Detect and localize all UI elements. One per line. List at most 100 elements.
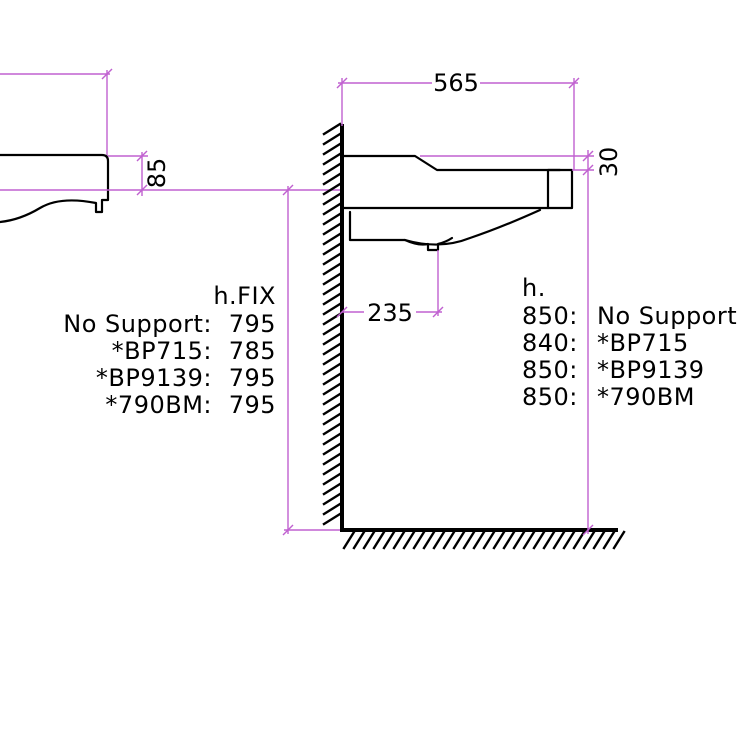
height-row-label: *BP715 — [597, 329, 689, 357]
wall-hatch-stroke — [322, 422, 342, 436]
height-dimension — [582, 176, 594, 536]
floor-hatch-stroke — [502, 530, 516, 550]
front-view-width-tick — [101, 68, 113, 80]
wall-hatch-stroke — [322, 202, 342, 216]
wall-hatch-stroke — [322, 392, 342, 406]
wall-hatch-stroke — [322, 172, 342, 186]
side-thickness-tick-bottom — [136, 184, 148, 196]
fix-row-value: 795 — [229, 391, 276, 419]
front-view-basin-outline — [0, 153, 110, 224]
wall-hatch-stroke — [322, 222, 342, 236]
fix-row-value: 795 — [229, 364, 276, 392]
side-thickness-label: 85 — [143, 158, 171, 189]
wall-hatch-stroke — [322, 192, 342, 206]
depth-tick-right — [568, 77, 580, 89]
floor-hatch-stroke — [482, 530, 496, 550]
floor-hatch-stroke — [512, 530, 526, 550]
waste-offset-label: 235 — [367, 299, 413, 327]
floor-hatch-stroke — [362, 530, 376, 550]
fix-row-label: *BP9139: — [96, 364, 212, 392]
wall-hatch-stroke — [322, 262, 342, 276]
floor-hatch-stroke — [422, 530, 436, 550]
basin-bowl-underside — [348, 208, 542, 246]
fix-table-header: h.FIX — [213, 282, 276, 310]
depth-dimension: 565 — [336, 68, 580, 170]
wall-hatch-stroke — [322, 362, 342, 376]
wall-hatch-stroke — [322, 242, 342, 256]
floor-hatch-stroke — [582, 530, 596, 550]
floor-hatch-stroke — [532, 530, 546, 550]
height-table-header: h. — [522, 274, 546, 302]
floor-hatch-stroke — [602, 530, 616, 550]
fix-row-label: *790BM: — [105, 391, 212, 419]
depth-tick-left — [336, 77, 348, 89]
wall-hatch-stroke — [322, 442, 342, 456]
height-row-value: 850: — [522, 383, 578, 411]
wall-hatch-stroke — [322, 292, 342, 306]
basin-waste-outlet — [403, 236, 454, 252]
wall-hatch-stroke — [322, 312, 342, 326]
wall-hatch-stroke — [322, 182, 342, 196]
wall-hatch-stroke — [322, 432, 342, 446]
wall-hatch-stroke — [322, 332, 342, 346]
basin-front-rim — [546, 168, 574, 210]
floor-hatch-stroke — [562, 530, 576, 550]
floor-hatch-stroke — [542, 530, 556, 550]
wall-hatch-stroke — [322, 502, 342, 516]
fix-height-table: h.FIX No Support: 795 *BP715: 785 *BP913… — [63, 282, 276, 419]
basin-top-surface — [342, 154, 562, 172]
wall-hatch-stroke — [322, 462, 342, 476]
front-thickness-label: 30 — [595, 147, 623, 178]
floor-hatch-stroke — [572, 530, 586, 550]
wall-hatch-stroke — [322, 272, 342, 286]
waste-offset-dimension: 235 — [336, 250, 444, 327]
floor-hatch-stroke — [472, 530, 486, 550]
wall-hatch-stroke — [322, 152, 342, 166]
floor — [340, 528, 626, 550]
fix-row-value: 785 — [229, 337, 276, 365]
height-table: h. 850: No Support 840: *BP715 850: *BP9… — [522, 274, 737, 411]
wall-hatch-stroke — [322, 142, 342, 156]
floor-hatching — [342, 530, 626, 550]
wall-hatch-stroke — [322, 122, 342, 136]
fix-height-tick-top — [282, 184, 294, 196]
fix-row-label: *BP715: — [112, 337, 212, 365]
wall-hatch-stroke — [322, 212, 342, 226]
wall-hatch-stroke — [322, 472, 342, 486]
floor-hatch-stroke — [342, 530, 356, 550]
floor-hatch-stroke — [452, 530, 466, 550]
side-thickness-tick-top — [136, 150, 148, 162]
wall-hatch-stroke — [322, 382, 342, 396]
wall — [322, 122, 344, 532]
height-tick-bottom — [582, 524, 594, 536]
wall-hatch-stroke — [322, 402, 342, 416]
fix-height-dimension — [282, 184, 340, 536]
wall-hatch-stroke — [322, 492, 342, 506]
wall-hatch-stroke — [322, 282, 342, 296]
wall-hatch-stroke — [322, 352, 342, 366]
wall-hatch-stroke — [322, 482, 342, 496]
floor-hatch-stroke — [432, 530, 446, 550]
wall-hatch-stroke — [322, 162, 342, 176]
depth-label: 565 — [433, 69, 479, 97]
wall-hatching — [322, 122, 342, 526]
floor-hatch-stroke — [522, 530, 536, 550]
front-view-partial: 85 — [0, 68, 340, 224]
floor-hatch-stroke — [382, 530, 396, 550]
floor-hatch-stroke — [492, 530, 506, 550]
floor-hatch-stroke — [392, 530, 406, 550]
front-thickness-tick-bottom — [582, 164, 594, 176]
wall-hatch-stroke — [322, 132, 342, 146]
height-row-value: 840: — [522, 329, 578, 357]
floor-hatch-stroke — [402, 530, 416, 550]
side-view-basin — [342, 154, 574, 252]
wall-hatch-stroke — [322, 342, 342, 356]
floor-hatch-stroke — [412, 530, 426, 550]
waste-offset-label-bg — [364, 298, 416, 324]
depth-label-bg — [432, 68, 480, 94]
waste-offset-tick-left — [336, 306, 348, 318]
floor-hatch-stroke — [442, 530, 456, 550]
front-thickness-dimension: 30 — [420, 147, 623, 178]
wall-hatch-stroke — [322, 232, 342, 246]
